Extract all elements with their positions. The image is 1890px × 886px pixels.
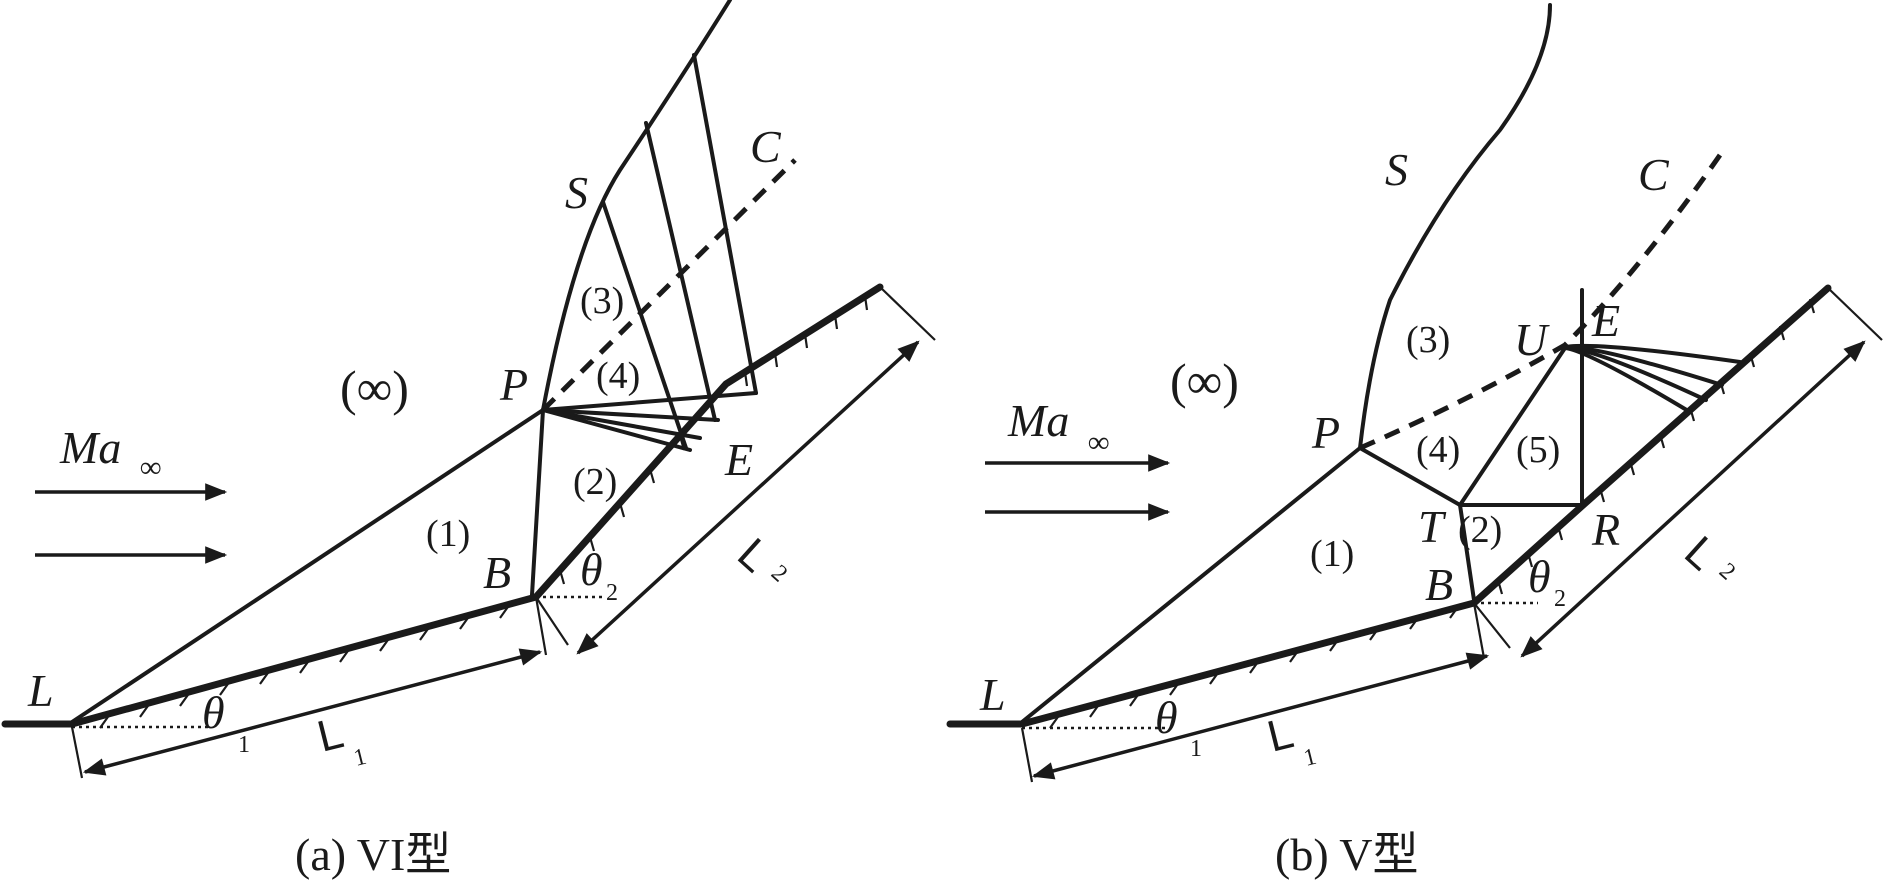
dimension-extension-E2-b — [1827, 287, 1883, 341]
dimension-extension-L-a — [70, 726, 84, 779]
region-4-label-b: (4) — [1416, 429, 1460, 471]
dimension-L2-b — [1520, 340, 1866, 658]
region-2-label-b: (2) — [1458, 509, 1502, 551]
region-inf-label-b: (∞) — [1170, 353, 1239, 409]
region-5-label-b: (5) — [1516, 429, 1560, 471]
shock-PT-b — [1358, 446, 1462, 507]
dimension-extension-B-b — [1472, 602, 1486, 659]
panel-a-diagram: Ma ∞ (∞) L B P S C E (1) (2) (3) (4) θ 1… — [1, 0, 936, 880]
length-L1-label-b: L — [1263, 708, 1299, 761]
bow-shock-S-a — [541, 0, 732, 412]
wave-line-a — [644, 121, 717, 422]
length-L1-subscript-a: 1 — [351, 744, 369, 772]
point-U-label-b: U — [1514, 314, 1550, 365]
region-3-label-b: (3) — [1406, 319, 1450, 361]
point-L-label-b: L — [979, 669, 1006, 720]
panel-b-diagram: Ma ∞ (∞) L B P S C E U T R (1) (2) (3) (… — [946, 3, 1883, 880]
wall-surface-b — [946, 284, 1832, 728]
region-2-label-a: (2) — [573, 461, 617, 503]
dimension-extension-B2-b — [1473, 602, 1511, 649]
theta1-subscript-a: 1 — [238, 732, 250, 758]
point-C-label-a: C — [750, 121, 782, 172]
wave-line-2-a — [692, 53, 758, 395]
region-inf-label-a: (∞) — [340, 360, 409, 416]
caption-b: (b) V型 — [1275, 829, 1419, 880]
point-B-label-b: B — [1425, 559, 1453, 610]
expansion-fan-b — [1560, 343, 1742, 414]
freestream-mach-subscript-a: ∞ — [140, 451, 161, 484]
point-E-label-b: E — [1591, 295, 1620, 346]
theta1-subscript-b: 1 — [1190, 736, 1202, 762]
dimension-extension-B-a — [534, 596, 548, 656]
point-P-label-a: P — [499, 359, 528, 410]
point-C-label-b: C — [1638, 149, 1670, 200]
shock-TB-b — [1458, 503, 1476, 602]
freestream-mach-label-a: Ma — [59, 422, 121, 473]
theta2-subscript-b: 2 — [1554, 586, 1566, 612]
region-4-label-a: (4) — [596, 355, 640, 397]
region-1-label-b: (1) — [1310, 533, 1354, 575]
dimension-extension-E2-a — [879, 286, 936, 341]
point-B-label-a: B — [483, 547, 511, 598]
theta2-label-b: θ — [1528, 551, 1551, 602]
point-P-label-b: P — [1311, 407, 1340, 458]
bow-shock-S-b — [1358, 3, 1552, 450]
point-T-label-b: T — [1418, 501, 1447, 552]
dimension-L1-a — [82, 648, 543, 776]
length-L2-subscript-a: 2 — [766, 560, 792, 587]
point-S-label-a: S — [565, 167, 588, 218]
theta1-label-a: θ — [202, 687, 225, 738]
theta2-subscript-a: 2 — [606, 580, 618, 606]
caption-a: (a) VI型 — [295, 829, 451, 880]
point-S-label-b: S — [1385, 144, 1408, 195]
freestream-mach-label-b: Ma — [1007, 395, 1069, 446]
region-1-label-a: (1) — [426, 513, 470, 555]
point-L-label-a: L — [27, 665, 54, 716]
point-E-label-a: E — [724, 434, 753, 485]
theta2-label-a: θ — [580, 544, 603, 595]
length-L1-label-a: L — [313, 708, 349, 761]
dimension-extension-B2-a — [535, 596, 569, 646]
length-L1-subscript-b: 1 — [1301, 744, 1319, 772]
point-R-label-b: R — [1591, 504, 1620, 555]
dimension-L2-a — [576, 340, 920, 655]
theta1-label-b: θ — [1155, 692, 1178, 743]
region-3-label-a: (3) — [580, 280, 624, 322]
dimension-L1-b — [1031, 652, 1490, 780]
freestream-mach-subscript-b: ∞ — [1088, 426, 1109, 459]
separation-shock-BP-a — [530, 408, 545, 597]
dimension-extension-L-b — [1020, 727, 1034, 783]
length-L2-subscript-b: 2 — [1714, 558, 1740, 585]
